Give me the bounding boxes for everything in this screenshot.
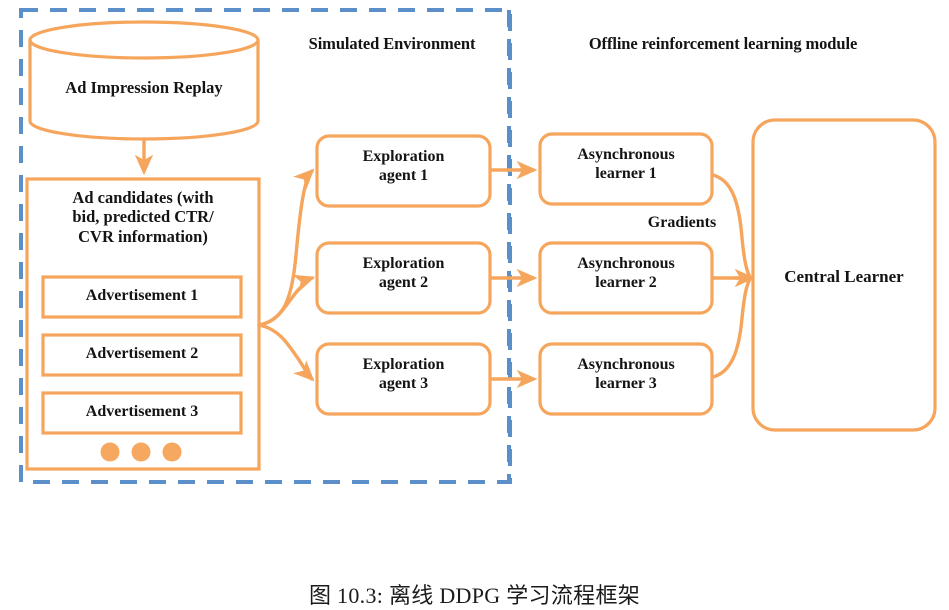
node-label-exploration-agent-1[interactable]: Exploration agent 1: [362, 148, 445, 184]
node-label-ad-impression-replay: Ad Impression Replay: [65, 78, 223, 97]
node-label-central-learner[interactable]: Central Learner: [784, 267, 904, 286]
edges-agents-to-learners: [491, 160, 538, 389]
node-label-exploration-agent-3[interactable]: Exploration agent 3: [362, 356, 445, 392]
node-label-asynchronous-learner-2[interactable]: Asynchronous learner 2: [577, 255, 675, 291]
edge-label-gradients: Gradients: [647, 214, 717, 231]
list-item-advertisement-2[interactable]: Advertisement 2: [85, 345, 199, 362]
list-item-advertisement-1[interactable]: Advertisement 1: [85, 287, 199, 304]
edges-candidates-to-agents: [257, 168, 316, 382]
node-label-ad-candidates: Ad candidates (with bid, predicted CTR/ …: [72, 188, 214, 246]
node-label-asynchronous-learner-3[interactable]: Asynchronous learner 3: [577, 356, 675, 392]
list-item-advertisement-3[interactable]: Advertisement 3: [85, 403, 199, 420]
section-title-offline-rl-module: Offline reinforcement learning module: [588, 34, 858, 53]
figure-caption: 图 10.3: 离线 DDPG 学习流程框架: [308, 583, 641, 608]
section-title-simulated-environment: Simulated Environment: [308, 34, 476, 53]
edges-learners-to-central: [711, 173, 756, 379]
node-label-asynchronous-learner-1[interactable]: Asynchronous learner 1: [577, 146, 675, 182]
more-items-dots-icon: [100, 442, 182, 462]
node-label-exploration-agent-2[interactable]: Exploration agent 2: [362, 255, 445, 291]
